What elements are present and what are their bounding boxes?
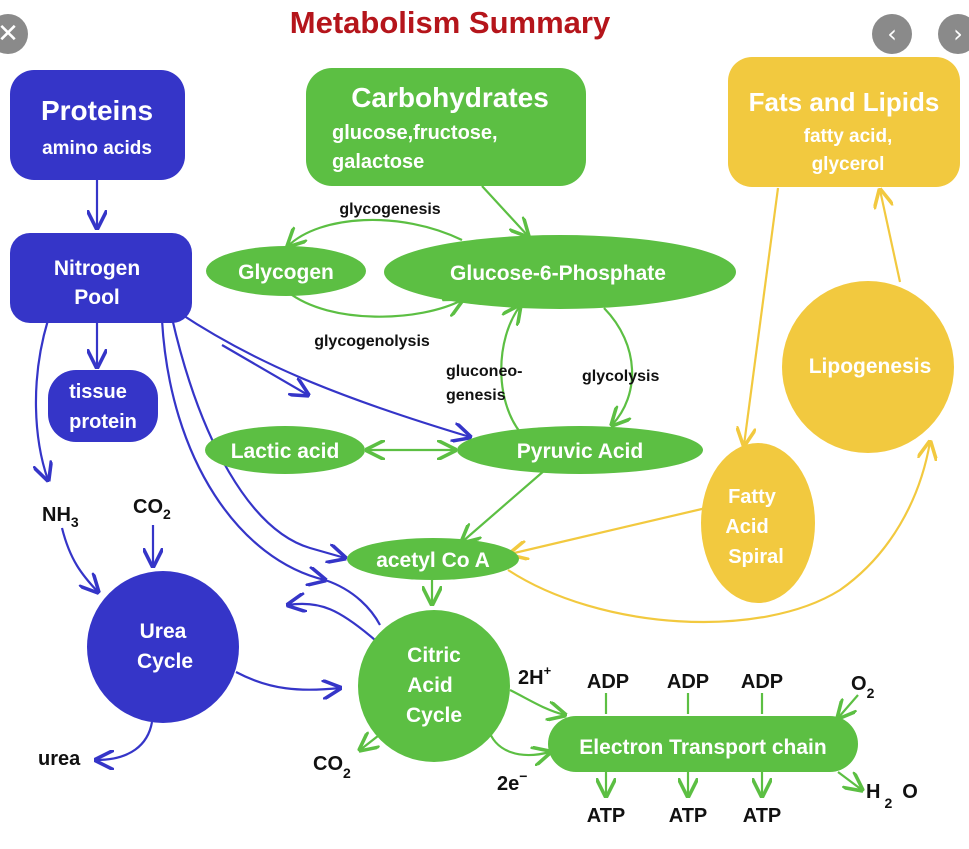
citric-acid-cycle-line2: Acid [407,674,453,697]
carbohydrates-title: Carbohydrates [351,82,549,113]
co2-output-label: CO2 [313,753,351,781]
gluconeogenesis-arrow [500,306,520,433]
lipogenesis-node: Lipogenesis [782,281,954,453]
adp-label-2: ADP [667,671,709,693]
chevron-right-icon[interactable]: › [938,14,969,54]
gluconeogenesis-label-2: genesis [446,387,506,404]
process-labels: glycogenesis glycogenolysis gluconeo- ge… [38,201,918,827]
proteins-title: Proteins [41,95,153,126]
nitrogen-to-nh3-arrow [36,319,48,480]
atp-label-1: ATP [587,805,626,827]
lipogenesis-label: Lipogenesis [809,355,932,378]
nitrogen-pyruvic-arrow [177,311,470,437]
nh3-label: NH3 [42,504,79,530]
lactic-acid-label: Lactic acid [231,440,340,463]
co2-input-label: CO2 [133,496,171,522]
urea-to-citric-arrow [235,671,340,690]
glycogen-node: Glycogen [206,246,366,296]
glucose-6-phosphate-node: Glucose-6-Phosphate [384,235,736,309]
glycogenesis-arrow [288,218,463,246]
acetyl-coa-label: acetyl Co A [376,549,490,572]
fatty-acid-spiral-line2: Acid [725,516,768,538]
pyruvic-acid-label: Pyruvic Acid [517,440,643,463]
nitrogen-pool-box: Nitrogen Pool [10,233,192,323]
carbohydrates-box: Carbohydrates glucose,fructose, galactos… [306,68,586,186]
urea-output-arrow [96,721,154,760]
acetyl-coa-node: acetyl Co A [347,538,519,580]
urea-label: urea [38,748,81,770]
pyruvic-acid-node: Pyruvic Acid [457,426,703,474]
carbohydrates-sub2: galactose [332,151,424,173]
fats-sub2: glycerol [812,154,885,175]
fats-title: Fats and Lipids [749,87,940,117]
citric-acid-cycle-node: Citric Acid Cycle [358,610,510,762]
gluconeogenesis-label-1: gluconeo- [446,363,522,380]
citric-to-etc-2h-arrow [509,689,565,715]
spiral-to-acetyl-arrow [510,506,707,554]
nitrogen-pool-line1: Nitrogen [54,257,140,280]
lipogenesis-to-fats-arrow [880,190,902,283]
nh3-to-urea-arrow [60,527,98,592]
2h-plus-label: 2H+ [518,663,552,689]
fats-box: Fats and Lipids fatty acid, glycerol [728,57,960,187]
o2-to-etc-arrow [838,694,859,718]
nitrogen-pyruvic-mid-arrow [221,344,308,395]
glycogen-label: Glycogen [238,261,334,284]
carbs-to-g6p-arrow [481,185,528,236]
pyruvic-to-acetyl-arrow [462,469,546,542]
proteins-subtitle: amino acids [42,138,152,159]
atp-label-3: ATP [743,805,782,827]
glycogenolysis-arrow [287,291,462,318]
o2-label: O2 [851,673,875,701]
adp-label-1: ADP [587,671,629,693]
citric-to-urea-arrow [288,604,376,641]
chevron-left-icon[interactable]: ‹ [872,14,912,54]
adp-label-3: ADP [741,671,783,693]
etc-to-h2o-arrow [837,771,862,790]
acetyl-to-lipogenesis-arrow [507,442,930,624]
urea-cycle-line2: Cycle [137,650,193,673]
electron-transport-chain-label: Electron Transport chain [579,736,826,759]
urea-cycle-node: Urea Cycle [87,571,239,723]
citric-acid-cycle-line1: Citric [407,644,461,667]
proteins-box: Proteins amino acids [10,70,185,180]
2e-minus-label: 2e− [497,768,527,795]
fats-sub1: fatty acid, [804,126,893,147]
tissue-protein-line2: protein [69,411,137,433]
glycolysis-arrow [603,307,634,425]
carbohydrates-sub1: glucose,fructose, [332,122,498,144]
citric-acid-cycle-line3: Cycle [406,704,462,727]
electron-transport-chain-node: Electron Transport chain [548,716,858,772]
urea-cycle-line1: Urea [140,620,187,643]
glucose-6-phosphate-label: Glucose-6-Phosphate [450,262,666,285]
glycogenesis-label: glycogenesis [339,201,440,218]
fats-to-spiral-arrow [744,187,780,445]
tissue-protein-line1: tissue [69,381,127,403]
diagram-title: Metabolism Summary [290,5,611,40]
nitrogen-acetyl-arrow [170,317,345,558]
fatty-acid-spiral-line3: Spiral [728,546,784,568]
citric-to-etc-2e-arrow [486,727,550,755]
nitrogen-pool-line2: Pool [74,286,120,309]
glycolysis-label: glycolysis [582,368,659,385]
nitrogen-citric-lower [324,578,381,626]
lactic-acid-node: Lactic acid [205,426,365,474]
fatty-acid-spiral-node: Fatty Acid Spiral [701,443,815,603]
glycogenolysis-label: glycogenolysis [314,333,430,350]
connectors [36,180,930,796]
nitrogen-citric-arrow [160,319,325,580]
tissue-protein-box: tissue protein [48,370,158,442]
fatty-acid-spiral-line1: Fatty [728,486,777,508]
atp-label-2: ATP [669,805,708,827]
